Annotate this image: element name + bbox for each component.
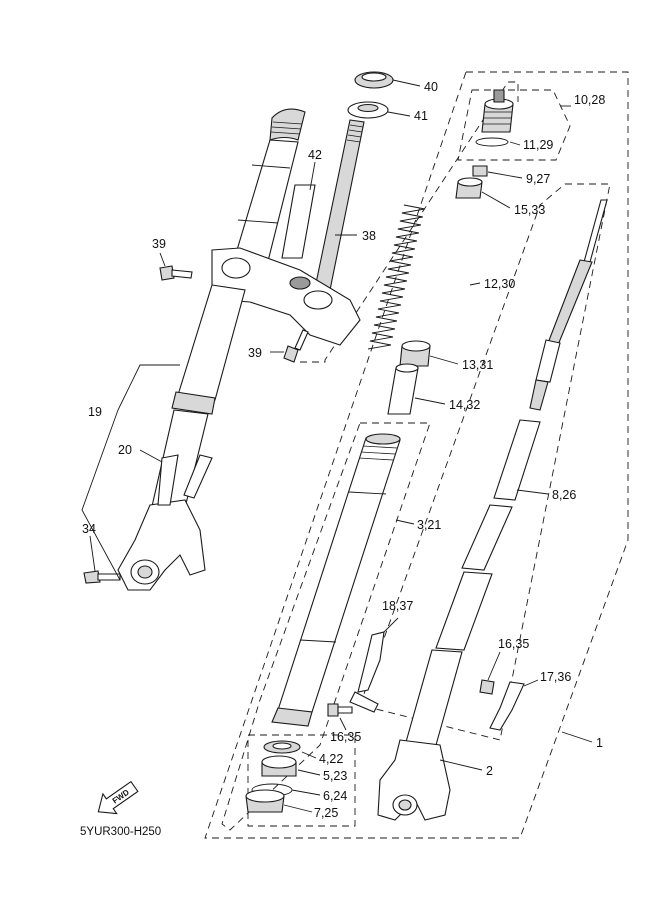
drawing-code: 5YUR300-H250 [80, 826, 161, 838]
damper-rod-assembly [327, 199, 608, 821]
outline-cap-group [457, 89, 571, 161]
callout-41: 41 [414, 109, 428, 123]
bolt-16-35-left [327, 703, 339, 717]
outline-inner-tube-group [300, 81, 519, 363]
outline-seal-group [247, 734, 356, 827]
lock-nut [472, 165, 488, 177]
bolt-39-upper [159, 265, 175, 281]
slider-lower [435, 571, 493, 651]
callout-11-29: 11,29 [523, 138, 553, 152]
callout-39-upper: 39 [152, 237, 166, 251]
bolt-16-35-right [479, 679, 495, 695]
callout-9-27: 9,27 [526, 172, 550, 186]
spacer-tube [387, 367, 419, 415]
callout-16-35-right: 16,35 [498, 637, 529, 651]
outline-assembly-1 [204, 71, 629, 839]
leader-lines [81, 79, 593, 813]
callout-3-21: 3,21 [417, 518, 441, 532]
callout-34: 34 [82, 522, 96, 536]
callout-labels: 40 41 42 38 39 39 19 20 34 10,28 11,29 9… [82, 80, 605, 820]
callout-16-35-left: 16,35 [330, 730, 361, 744]
assembled-fork-outer-tube [177, 284, 246, 401]
steering-nut-parts [347, 71, 394, 119]
callout-8-26: 8,26 [552, 488, 576, 502]
callout-19: 19 [88, 405, 102, 419]
assembled-fork-left [83, 108, 365, 591]
fork-spring [367, 204, 426, 350]
callout-7-25: 7,25 [314, 806, 338, 820]
bolt-34 [83, 570, 101, 584]
fwd-arrow: FWD [97, 780, 139, 815]
outer-tube-assembly [245, 433, 401, 813]
fork-internal-parts [367, 89, 514, 415]
callout-1: 1 [596, 736, 603, 750]
callout-13-31: 13,31 [462, 358, 493, 372]
callout-42: 42 [308, 148, 322, 162]
callout-14-32: 14,32 [449, 398, 480, 412]
outline-damper-group [359, 183, 611, 741]
callout-40: 40 [424, 80, 438, 94]
brake-hose-guide-left [357, 631, 385, 693]
outline-outer-tube-group [221, 422, 431, 831]
assembled-fork-top-cap [269, 108, 306, 141]
steering-stem [314, 119, 365, 291]
callout-10-28: 10,28 [574, 93, 605, 107]
callout-17-36: 17,36 [540, 670, 571, 684]
damper-cylinder [493, 419, 541, 501]
callout-18-37: 18,37 [382, 599, 413, 613]
callout-6-24: 6,24 [323, 789, 347, 803]
cable-guide [281, 184, 316, 259]
brake-hose-guide-right [489, 681, 525, 731]
damper-rod [583, 199, 608, 263]
bolt-39-lower [283, 345, 299, 363]
group-outlines [204, 71, 629, 839]
callout-38: 38 [362, 229, 376, 243]
callout-12-30: 12,30 [484, 277, 515, 291]
callout-4-22: 4,22 [319, 752, 343, 766]
o-ring [475, 137, 509, 147]
callout-39-lower: 39 [248, 346, 262, 360]
callout-20: 20 [118, 443, 132, 457]
callout-15-33: 15,33 [514, 203, 545, 217]
callout-2: 2 [486, 764, 493, 778]
assembled-fork-axle-bracket [117, 499, 206, 591]
outer-tube [277, 437, 401, 713]
callout-5-23: 5,23 [323, 769, 347, 783]
